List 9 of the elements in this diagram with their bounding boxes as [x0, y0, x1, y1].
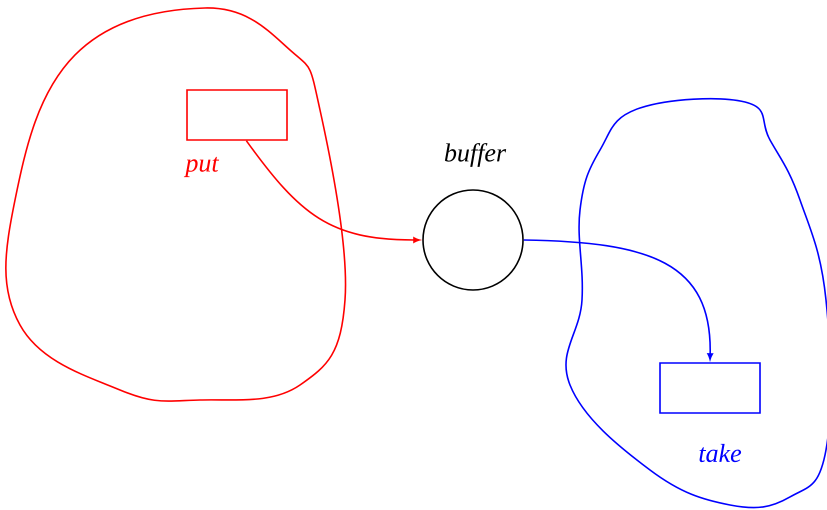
node-label: put: [184, 156, 220, 178]
transition-box: take: [659, 362, 761, 462]
region-outline: [5, 7, 346, 402]
node-label: take: [699, 444, 742, 462]
transition-box: put: [184, 89, 288, 178]
node-label: buffer: [444, 143, 506, 167]
region-outline: [565, 98, 827, 508]
arrow: [524, 239, 714, 360]
arrow: [246, 140, 420, 243]
